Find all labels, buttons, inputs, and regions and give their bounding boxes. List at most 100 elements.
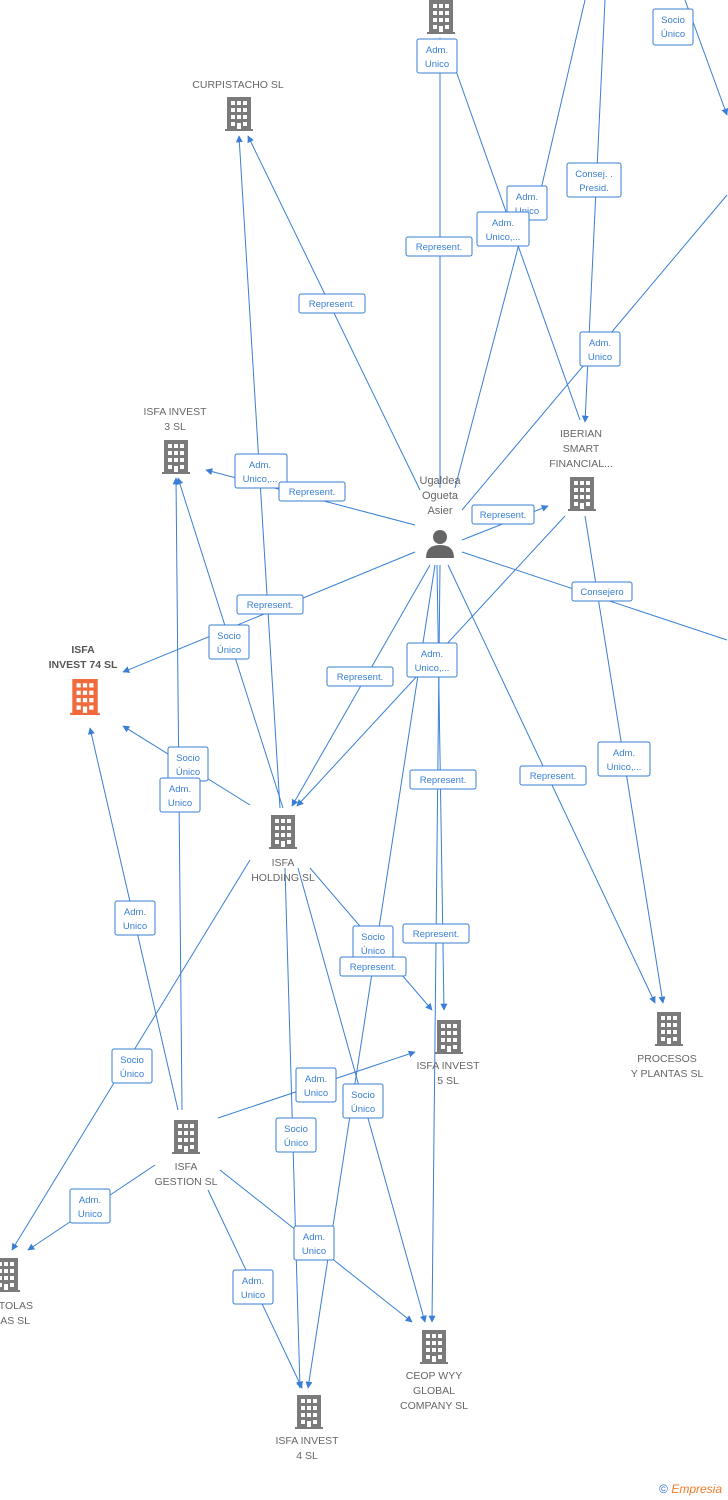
edge-label: Consej. .Presid.: [566, 162, 622, 198]
node-label: Y PLANTAS SL: [631, 1068, 704, 1080]
edge-label: Represent.: [402, 923, 470, 944]
building-icon: [172, 1120, 200, 1154]
svg-text:Socio: Socio: [217, 631, 241, 642]
node-label: ISFA: [71, 644, 95, 656]
building-icon: [420, 1330, 448, 1364]
svg-text:Represent.: Represent.: [289, 487, 335, 498]
company-node-iberian[interactable]: IBERIAN SMART FINANCIAL...: [549, 428, 613, 511]
edge-label: Adm.Unico,...: [234, 453, 288, 489]
svg-text:Adm.: Adm.: [305, 1074, 327, 1085]
node-label: CURPISTACHO SL: [192, 79, 284, 91]
edge-label: Represent.: [519, 765, 587, 786]
footer-brand[interactable]: © Empresia: [659, 1482, 722, 1496]
building-icon: [0, 1258, 20, 1292]
person-node-ugaldea[interactable]: Ugaldea Ogueta Asier: [420, 475, 462, 558]
company-node-isfa-invest-3[interactable]: ISFA INVEST 3 SL: [143, 406, 207, 474]
svg-text:Socio: Socio: [120, 1055, 144, 1066]
company-node-isfa-gestion[interactable]: ISFA GESTION SL: [154, 1120, 218, 1188]
svg-text:Único: Único: [361, 946, 385, 957]
node-label: CEOP WYY: [406, 1370, 462, 1382]
svg-text:Socio: Socio: [661, 15, 685, 26]
node-label: PROCESOS: [637, 1053, 697, 1065]
node-label: AS SL: [0, 1315, 30, 1327]
edge-label: Adm. Unico: [159, 777, 201, 813]
edge-label: Consejero: [571, 581, 633, 602]
svg-text:Unico,...: Unico,...: [415, 663, 450, 674]
edge-label: Adm.Unico,...: [476, 211, 530, 247]
building-icon: [225, 97, 253, 131]
edge-label: Represent.: [298, 293, 366, 314]
svg-text:Único: Único: [217, 645, 241, 656]
node-label: 3 SL: [164, 421, 186, 433]
company-node-top[interactable]: [427, 0, 455, 34]
building-icon: [295, 1395, 323, 1429]
svg-text:Único: Único: [284, 1138, 308, 1149]
node-label: IBERIAN: [560, 428, 602, 440]
company-node-tolas[interactable]: TOLAS AS SL: [0, 1258, 33, 1327]
node-label: ISFA INVEST: [275, 1435, 339, 1447]
svg-text:Unico: Unico: [302, 1246, 326, 1257]
svg-text:Consejero: Consejero: [580, 587, 623, 598]
node-label: ISFA: [272, 857, 295, 869]
edge-label: Adm. Unico,...: [406, 642, 458, 678]
svg-text:Socio: Socio: [361, 932, 385, 943]
company-node-curpistacho[interactable]: CURPISTACHO SL: [192, 79, 284, 131]
svg-text:Adm.: Adm.: [492, 218, 514, 229]
edge-label: Adm.Unico: [579, 331, 621, 367]
svg-text:Adm.: Adm.: [303, 1232, 325, 1243]
svg-text:Único: Único: [120, 1069, 144, 1080]
svg-text:Represent.: Represent.: [337, 672, 383, 683]
svg-text:Adm.: Adm.: [124, 907, 146, 918]
svg-text:Adm.: Adm.: [169, 784, 191, 795]
edge: [534, 0, 586, 216]
company-node-isfa-invest-74[interactable]: ISFA INVEST 74 SL: [49, 644, 118, 715]
copyright-symbol: ©: [659, 1482, 668, 1496]
company-node-isfa-invest-5[interactable]: ISFA INVEST 5 SL: [416, 1020, 480, 1087]
node-label: 5 SL: [437, 1075, 459, 1087]
node-label: INVEST 74 SL: [49, 659, 118, 671]
edge-label: Represent.: [409, 769, 477, 790]
svg-text:Represent.: Represent.: [309, 299, 355, 310]
edge-label: Represent.: [236, 594, 304, 615]
node-label: ISFA INVEST: [143, 406, 207, 418]
edge: [454, 239, 521, 489]
node-label: GLOBAL: [413, 1385, 455, 1397]
svg-text:Adm.: Adm.: [421, 649, 443, 660]
edge-label: Represent.: [471, 504, 535, 525]
svg-text:Represent.: Represent.: [350, 962, 396, 973]
svg-text:Socio: Socio: [351, 1090, 375, 1101]
node-label: SMART: [563, 443, 600, 455]
svg-text:Adm.: Adm.: [426, 45, 448, 56]
edges: [11, 0, 728, 1389]
svg-text:Unico,...: Unico,...: [607, 762, 642, 773]
company-node-ceop[interactable]: CEOP WYY GLOBAL COMPANY SL: [400, 1330, 468, 1412]
person-icon: [426, 530, 454, 558]
svg-text:Represent.: Represent.: [247, 600, 293, 611]
node-label: GESTION SL: [154, 1176, 217, 1188]
edge-label: Represent.: [278, 481, 346, 502]
svg-text:Unico: Unico: [123, 921, 147, 932]
svg-text:Represent.: Represent.: [480, 510, 526, 521]
node-label: Ogueta: [422, 490, 459, 502]
building-icon: [70, 679, 100, 715]
company-node-procesos[interactable]: PROCESOS Y PLANTAS SL: [631, 1012, 704, 1080]
node-label: COMPANY SL: [400, 1400, 468, 1412]
svg-text:Presid.: Presid.: [579, 183, 609, 194]
edge-label: Represent.: [326, 666, 394, 687]
svg-text:Adm.: Adm.: [589, 338, 611, 349]
company-node-isfa-invest-4[interactable]: ISFA INVEST 4 SL: [275, 1395, 339, 1462]
node-label: 4 SL: [296, 1450, 318, 1462]
svg-text:Represent.: Represent.: [416, 242, 462, 253]
svg-text:Unico: Unico: [168, 798, 192, 809]
svg-text:Único: Único: [661, 29, 685, 40]
svg-text:Socio: Socio: [176, 753, 200, 764]
edge-label: Adm.Unico: [232, 1269, 274, 1305]
building-icon: [568, 477, 596, 511]
company-node-isfa-holding[interactable]: ISFA HOLDING SL: [251, 815, 315, 884]
